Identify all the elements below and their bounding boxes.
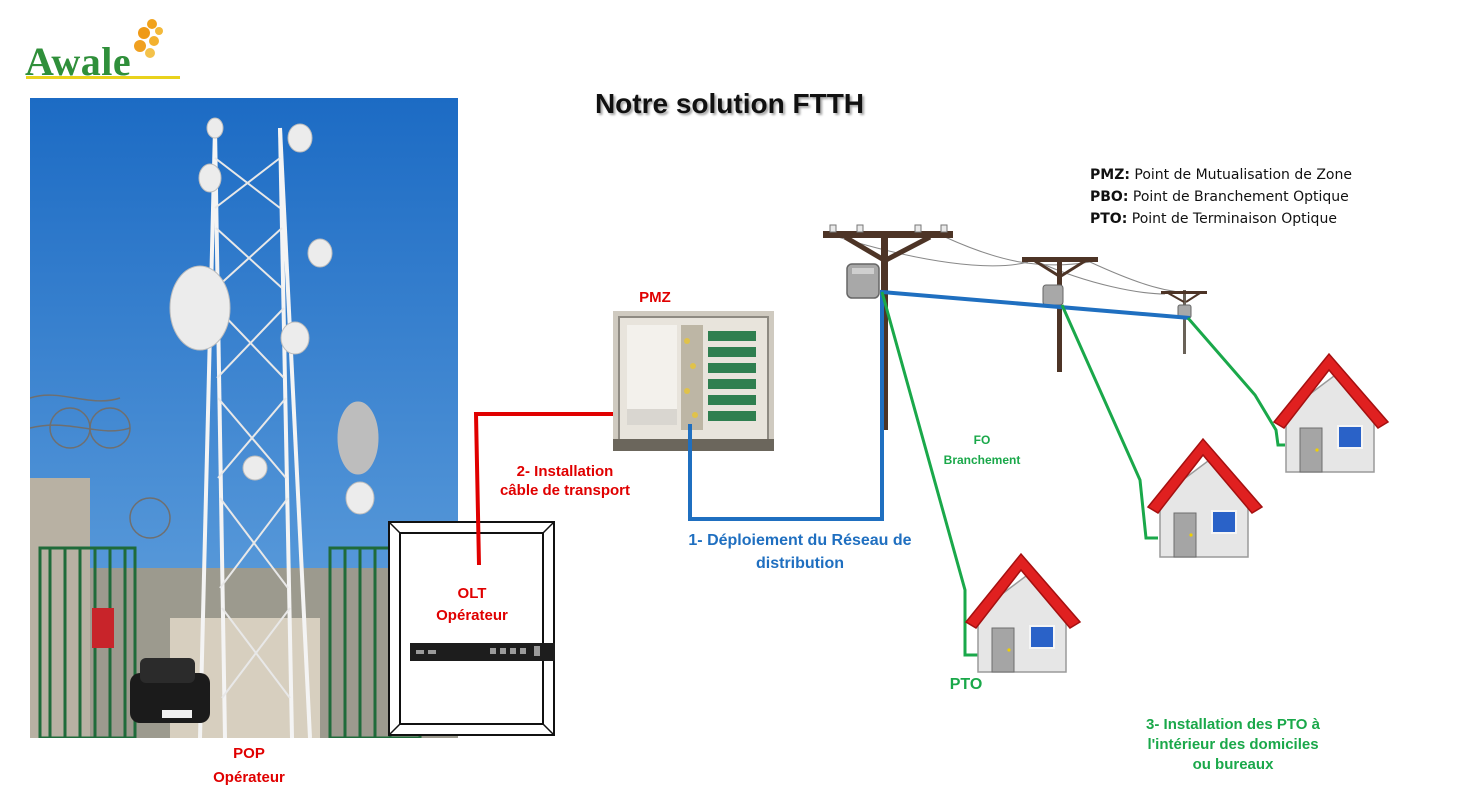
- distribution-cable: [688, 289, 1191, 521]
- drop-cable-2: [1060, 304, 1158, 540]
- pbo-box-2: [1042, 284, 1064, 306]
- page-title: Notre solution FTTH: [594, 88, 865, 119]
- transport-cable: [473, 412, 613, 566]
- pmz-label: PMZ: [639, 289, 671, 306]
- legend: PMZ: Point de Mutualisation de Zone PBO:…: [1090, 164, 1352, 230]
- legend-pmz: PMZ: Point de Mutualisation de Zone: [1090, 167, 1352, 183]
- transport-label: 2- Installation câble de transport: [499, 463, 631, 499]
- pop-label: POP Opérateur: [213, 745, 285, 786]
- olt-device: [410, 643, 555, 661]
- logo-underline: [26, 76, 180, 79]
- olt-label: OLT Opérateur: [436, 585, 508, 624]
- utility-pole-3: [1161, 290, 1207, 354]
- legend-pbo: PBO: Point de Branchement Optique: [1090, 189, 1349, 205]
- pmz-cabinet: [613, 311, 774, 451]
- house-2: [1146, 437, 1264, 558]
- drop-cable-3: [1186, 317, 1285, 447]
- fo-branchement-label: FO Branchement: [943, 433, 1021, 467]
- pop-tower-photo: [30, 98, 458, 738]
- utility-pole-1: [823, 224, 953, 430]
- distribution-label: 1- Déploiement du Réseau de distribution: [688, 532, 912, 572]
- olt-rack: [388, 521, 555, 736]
- pto-label: PTO: [949, 676, 983, 693]
- installation-label: 3- Installation des PTO à l'intérieur de…: [1146, 716, 1320, 773]
- house-3: [1272, 352, 1390, 473]
- drop-cable-1: [880, 291, 978, 657]
- logo-dots-icon: [134, 19, 163, 58]
- utility-pole-2: [1022, 257, 1098, 372]
- legend-pto: PTO: Point de Terminaison Optique: [1090, 211, 1337, 227]
- house-1: [964, 552, 1082, 673]
